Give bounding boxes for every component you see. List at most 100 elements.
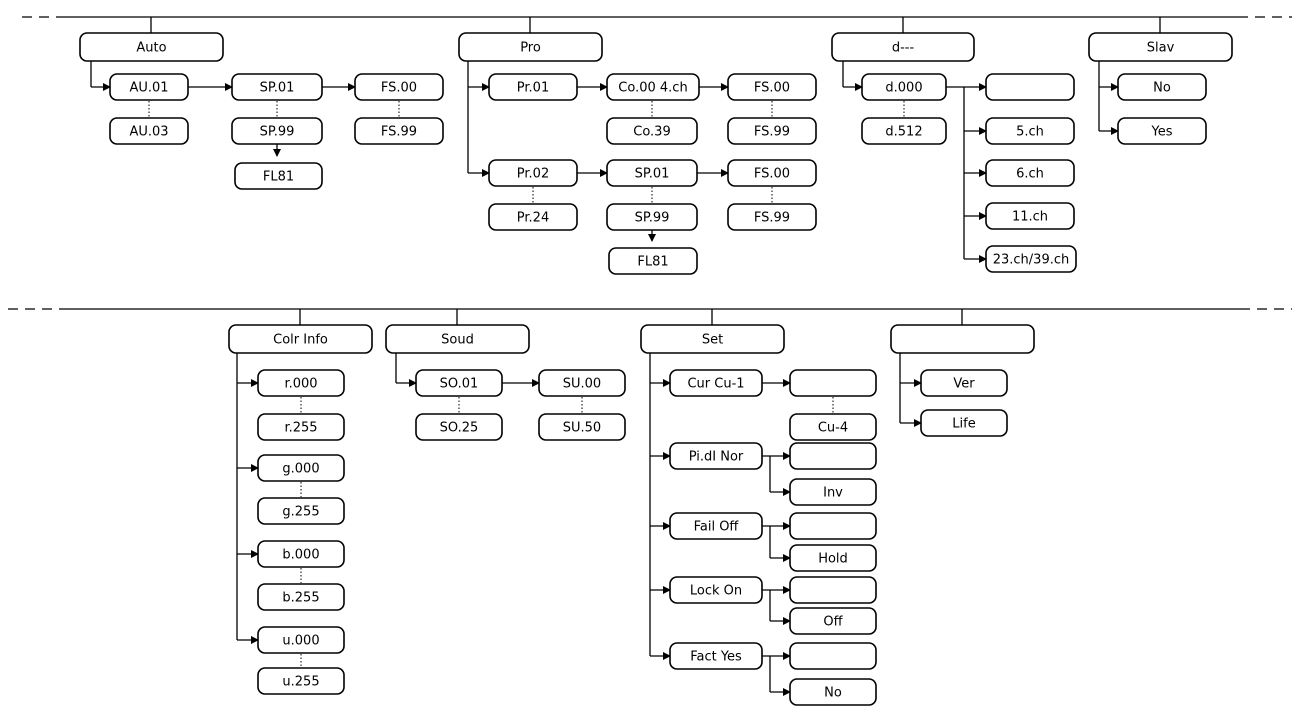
menu-node-ver: Ver (920, 369, 1008, 397)
node-label: SO.25 (440, 421, 479, 436)
menu-node-ch23: 23.ch/39.ch (985, 245, 1077, 273)
menu-node-g255: g.255 (257, 497, 345, 525)
menu-node-au01: AU.01 (109, 73, 189, 101)
menu-node-inv: Inv (789, 478, 877, 506)
node-label: No (1153, 81, 1171, 96)
node-label: Pr.02 (517, 167, 549, 182)
menu-node-sp01-b: SP.01 (606, 159, 698, 187)
menu-node-g000: g.000 (257, 454, 345, 482)
menu-node-cu4: Cu-4 (789, 413, 877, 441)
menu-node-su50: SU.50 (538, 413, 626, 441)
node-label: Yes (1151, 125, 1173, 140)
menu-node-fs99-a: FS.99 (354, 117, 444, 145)
menu-node-fl81-b: FL81 (608, 247, 698, 275)
menu-node-sp01-a: SP.01 (231, 73, 323, 101)
menu-node-sp99-a: SP.99 (231, 117, 323, 145)
menu-node-pr02: Pr.02 (488, 159, 578, 187)
menu-node-yes-slav: Yes (1117, 117, 1207, 145)
node-label: Set (702, 333, 723, 348)
menu-node-so01: SO.01 (415, 369, 503, 397)
node-label: b.000 (282, 548, 319, 563)
menu-node-colr: Colr Info (228, 324, 373, 354)
node-label: 11.ch (1012, 210, 1048, 225)
node-label: 23.ch/39.ch (993, 253, 1070, 268)
node-label: FS.99 (381, 125, 417, 140)
menu-node-fs00-c: FS.00 (727, 159, 817, 187)
node-label: g.000 (282, 462, 319, 477)
menu-node-pr24: Pr.24 (488, 203, 578, 231)
node-label: Inv (823, 486, 843, 501)
menu-node-lock: Lock On (669, 576, 763, 604)
node-label: SU.00 (563, 377, 601, 392)
node-label: Auto (136, 41, 166, 56)
node-label: Fail Off (694, 520, 740, 535)
node-label: Cu-4 (818, 421, 848, 436)
menu-node-set: Set (640, 324, 785, 354)
menu-node-pr01: Pr.01 (488, 73, 578, 101)
menu-node-hold: Hold (789, 544, 877, 572)
menu-node-ch-blank (985, 73, 1075, 101)
menu-node-au03: AU.03 (109, 117, 189, 145)
node-label: d.000 (885, 81, 922, 96)
menu-node-ch11: 11.ch (985, 202, 1075, 230)
node-label: 6.ch (1016, 167, 1044, 182)
node-label: FS.00 (381, 81, 417, 96)
menu-node-auto: Auto (79, 32, 224, 62)
menu-node-b000: b.000 (257, 540, 345, 568)
node-label: Off (823, 615, 843, 630)
menu-node-d000: d.000 (861, 73, 947, 101)
node-label: FL81 (263, 170, 294, 185)
node-label: Co.00 4.ch (618, 81, 687, 96)
menu-node-lock-blank (789, 576, 877, 604)
node-label: FS.00 (754, 167, 790, 182)
node-label: Fact Yes (690, 650, 742, 665)
node-label: b.255 (282, 591, 319, 606)
menu-node-pidl-blank (789, 442, 877, 470)
menu-node-fs99-b: FS.99 (727, 117, 817, 145)
menu-node-fs99-c: FS.99 (727, 203, 817, 231)
node-label: Hold (818, 552, 848, 567)
menu-node-ch6: 6.ch (985, 159, 1075, 187)
menu-node-info (890, 324, 1035, 354)
node-label: FS.99 (754, 211, 790, 226)
node-label: r.000 (284, 377, 317, 392)
menu-node-no-fact: No (789, 678, 877, 706)
menu-node-fact-blank (789, 642, 877, 670)
node-label: FS.99 (754, 125, 790, 140)
menu-node-no-slav: No (1117, 73, 1207, 101)
menu-node-fs00-a: FS.00 (354, 73, 444, 101)
menu-node-ch5: 5.ch (985, 117, 1075, 145)
menu-node-co00: Co.00 4.ch (606, 73, 700, 101)
menu-node-u255: u.255 (257, 667, 345, 695)
node-label: Pi.dI Nor (689, 450, 744, 465)
node-label: g.255 (282, 505, 319, 520)
node-label: SP.01 (260, 81, 295, 96)
menu-node-su00: SU.00 (538, 369, 626, 397)
menu-node-fact: Fact Yes (669, 642, 763, 670)
node-label: SP.99 (635, 211, 670, 226)
menu-node-fail: Fail Off (669, 512, 763, 540)
node-label: Co.39 (633, 125, 670, 140)
menu-node-slav: Slav (1088, 32, 1233, 62)
node-label: Colr Info (273, 333, 328, 348)
node-label: No (824, 686, 842, 701)
node-label: Soud (441, 333, 474, 348)
menu-node-fail-blank (789, 512, 877, 540)
menu-node-r255: r.255 (257, 413, 345, 441)
menu-node-pidl: Pi.dI Nor (669, 442, 763, 470)
menu-node-so25: SO.25 (415, 413, 503, 441)
menu-node-r000: r.000 (257, 369, 345, 397)
node-label: 5.ch (1016, 125, 1044, 140)
node-label: SU.50 (563, 421, 601, 436)
node-label: u.000 (282, 634, 319, 649)
node-label: AU.01 (129, 81, 168, 96)
menu-node-dmx: d--- (831, 32, 975, 62)
menu-node-sp99-b: SP.99 (606, 203, 698, 231)
node-label: d--- (892, 41, 915, 56)
menu-node-fs00-b: FS.00 (727, 73, 817, 101)
node-label: Pr.01 (517, 81, 549, 96)
menu-node-cur-blank (789, 369, 877, 397)
menu-node-b255: b.255 (257, 583, 345, 611)
node-label: Slav (1147, 41, 1175, 56)
